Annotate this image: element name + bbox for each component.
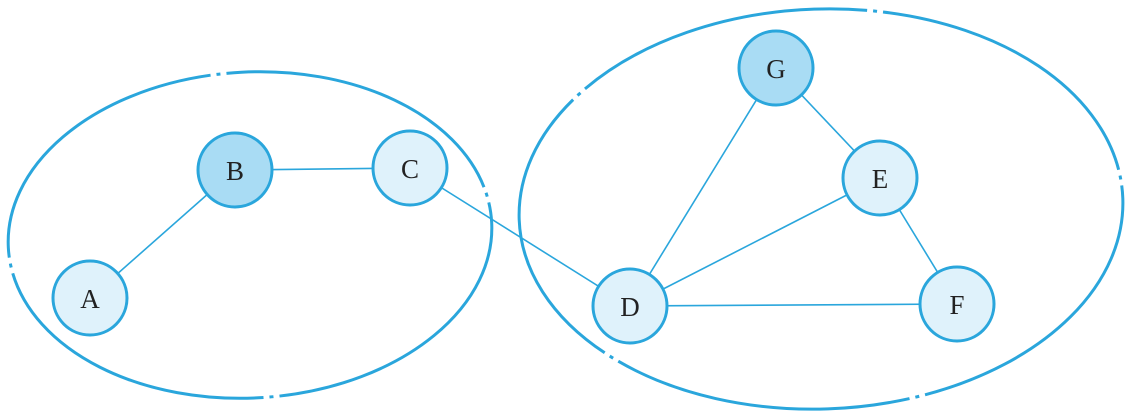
node-g: G <box>737 29 815 107</box>
node-circle-e <box>841 139 919 217</box>
node-circle-f <box>918 265 996 343</box>
edge-d-f <box>629 303 958 307</box>
edge-d-e <box>629 177 881 307</box>
node-circle-c <box>371 129 449 207</box>
node-label-e: E <box>872 164 889 194</box>
node-label-a: A <box>80 284 100 314</box>
node-circle-g <box>737 29 815 107</box>
node-b: B <box>196 131 274 209</box>
node-label-f: F <box>949 290 964 320</box>
node-group: A B C D E F G <box>51 29 996 345</box>
edge-c-d <box>409 167 631 307</box>
node-label-b: B <box>226 156 244 186</box>
node-circle-b <box>196 131 274 209</box>
node-label-c: C <box>401 154 419 184</box>
edge-d-g <box>629 67 777 307</box>
node-e: E <box>841 139 919 217</box>
cluster-left <box>6 70 494 400</box>
node-circle-a <box>51 259 129 337</box>
node-circle-d <box>591 267 669 345</box>
node-c: C <box>371 129 449 207</box>
node-a: A <box>51 259 129 337</box>
node-f: F <box>918 265 996 343</box>
node-d: D <box>591 267 669 345</box>
cluster-right <box>517 7 1125 411</box>
node-label-g: G <box>766 54 786 84</box>
node-label-d: D <box>620 292 640 322</box>
